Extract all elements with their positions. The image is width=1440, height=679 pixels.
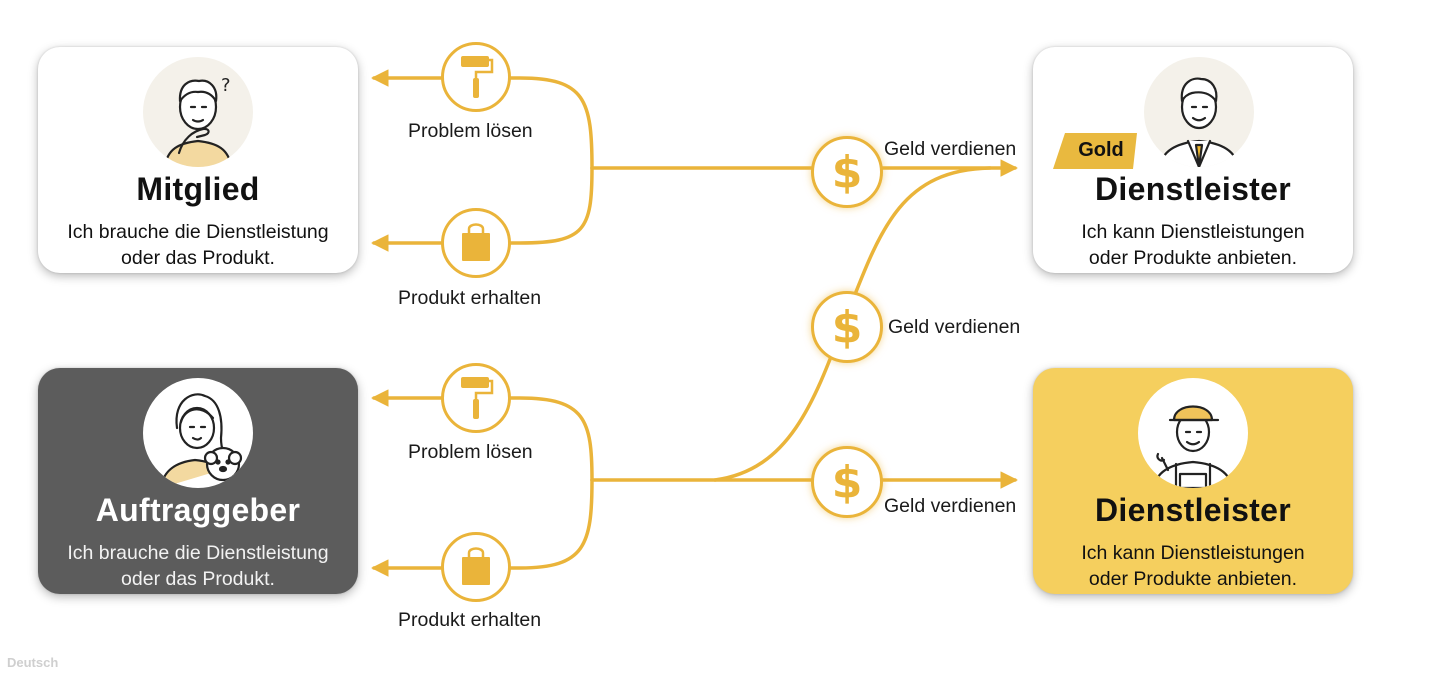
client-card: Auftraggeber Ich brauche die Dienstleist… xyxy=(38,368,358,594)
gold-badge-label: Gold xyxy=(1078,139,1124,161)
svg-text:$: $ xyxy=(832,147,863,198)
top-product-label: Produkt erhalten xyxy=(398,287,542,309)
provider-title: Dienstleister xyxy=(1095,492,1291,528)
provider-description: Ich kann Dienstleistungen oder Produkte … xyxy=(1081,542,1305,590)
arrow-to-client-product xyxy=(371,478,594,577)
client-description: Ich brauche die Dienstleistung oder das … xyxy=(67,542,329,590)
member-card: ? Mitglied Ich brauche die Dienstleistun… xyxy=(38,47,358,273)
bottom-product-label: Produkt erhalten xyxy=(398,609,542,631)
paint-roller-icon xyxy=(441,42,511,112)
client-title: Auftraggeber xyxy=(95,492,301,528)
arrow-to-member-problem xyxy=(371,69,594,170)
businessman-icon xyxy=(1144,57,1254,167)
provider-card: Dienstleister Ich kann Dienstleistungen … xyxy=(1033,368,1353,594)
provider-gold-card: Gold Dienstleister Ich kann Dienstleistu… xyxy=(1033,47,1353,273)
money-middle-label: Geld verdienen xyxy=(888,316,1021,338)
thinking-man-icon: ? xyxy=(143,57,253,167)
top-problem-label: Problem lösen xyxy=(408,120,533,142)
dollar-coin-icon: $ xyxy=(811,136,883,208)
bottom-problem-label: Problem lösen xyxy=(408,441,533,463)
shopping-bag-icon xyxy=(441,532,511,602)
woman-with-dog-icon xyxy=(143,378,253,488)
svg-text:$: $ xyxy=(832,302,863,353)
dollar-coin-icon: $ xyxy=(811,291,883,363)
shopping-bag-icon xyxy=(441,208,511,278)
arrow-to-member-product xyxy=(371,166,594,252)
member-title: Mitglied xyxy=(136,171,260,207)
money-bottom-label: Geld verdienen xyxy=(884,495,1017,517)
arrow-to-client-problem xyxy=(371,389,594,482)
money-top-label: Geld verdienen xyxy=(884,138,1017,160)
svg-text:?: ? xyxy=(221,75,231,96)
worker-with-wrench-icon xyxy=(1138,378,1248,488)
language-label: Deutsch xyxy=(7,655,59,670)
gold-badge: Gold xyxy=(1053,133,1149,169)
provider-gold-title: Dienstleister xyxy=(1095,171,1291,207)
member-description: Ich brauche die Dienstleistung oder das … xyxy=(67,221,329,269)
dollar-coin-icon: $ xyxy=(811,446,883,518)
svg-text:$: $ xyxy=(832,457,863,508)
provider-gold-description: Ich kann Dienstleistungen oder Produkte … xyxy=(1081,221,1305,269)
paint-roller-icon xyxy=(441,363,511,433)
